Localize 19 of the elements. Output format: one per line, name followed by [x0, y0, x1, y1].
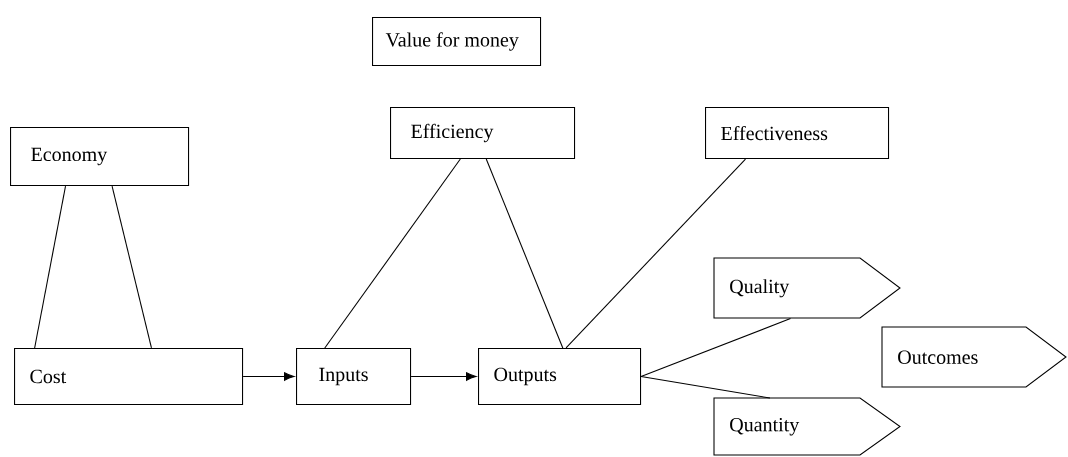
label-box: Cost: [14, 348, 244, 406]
pentagon-tag: Quality: [713, 257, 901, 319]
connector-line: [34, 185, 67, 349]
label-box: Inputs: [296, 348, 412, 406]
connector-line: [640, 318, 791, 378]
connector-line: [565, 158, 747, 349]
label-box: Efficiency: [390, 107, 576, 160]
pentagon-tag: Quantity: [713, 397, 901, 456]
connector-line: [324, 158, 461, 349]
label-box: Value for money: [372, 17, 542, 67]
connector-line: [485, 158, 564, 349]
pentagon-tag: Outcomes: [881, 326, 1067, 388]
arrow: [410, 372, 477, 381]
arrow: [242, 372, 295, 381]
label-box: Effectiveness: [705, 107, 890, 160]
connector-line: [111, 185, 152, 349]
label-box: Outputs: [478, 348, 642, 406]
connector-line: [640, 376, 771, 399]
label-box: Economy: [10, 127, 190, 187]
